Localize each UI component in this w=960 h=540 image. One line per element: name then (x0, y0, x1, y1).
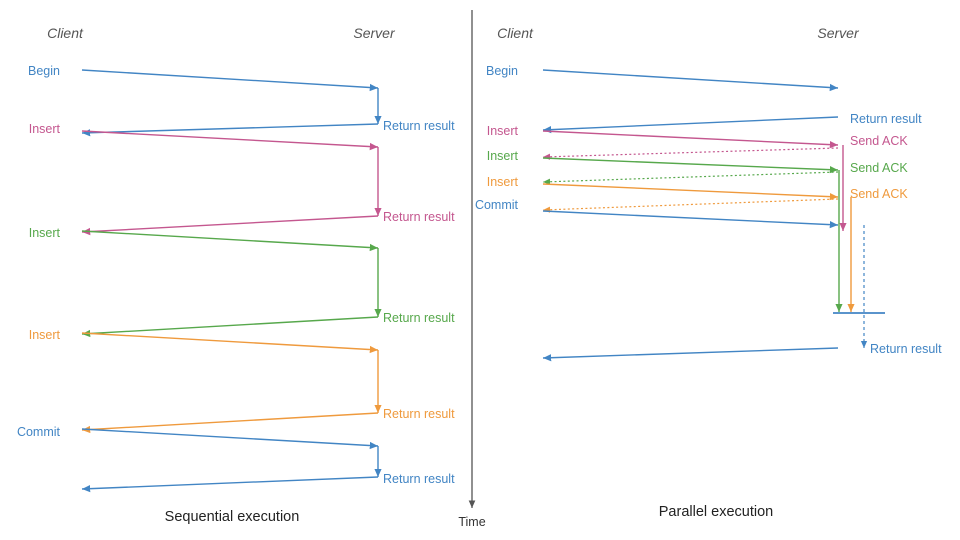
message-arrow (542, 69, 839, 92)
message-label: Send ACK (850, 161, 908, 175)
message-label: Insert (29, 122, 61, 136)
message-arrow (81, 69, 379, 92)
message-arrow (81, 476, 379, 493)
message-arrow (542, 210, 839, 229)
message-label: Send ACK (850, 187, 908, 201)
message-label: Return result (383, 119, 455, 133)
message-label: Insert (487, 175, 519, 189)
message-label: Return result (383, 210, 455, 224)
message-label: Return result (383, 311, 455, 325)
time-axis-layer: Time (458, 10, 486, 529)
message-label: Return result (383, 407, 455, 421)
message-arrow (81, 130, 379, 151)
message-label: Commit (475, 198, 519, 212)
time-axis-label: Time (458, 515, 485, 529)
panel-caption: Parallel execution (659, 504, 773, 520)
message-arrow (81, 215, 379, 236)
message-label: Insert (487, 124, 519, 138)
message-arrow (542, 147, 839, 160)
message-label: Return result (850, 112, 922, 126)
message-arrow (81, 123, 379, 137)
message-arrow (542, 171, 839, 185)
message-label: Begin (486, 64, 518, 78)
message-arrow (81, 230, 379, 252)
lane-title-server: Server (817, 25, 860, 41)
message-arrow (542, 183, 839, 201)
message-arrow (542, 347, 839, 362)
message-arrow (81, 428, 379, 450)
message-label: Insert (487, 149, 519, 163)
message-label: Insert (29, 328, 61, 342)
message-label: Begin (28, 64, 60, 78)
message-label: Send ACK (850, 134, 908, 148)
message-label: Commit (17, 425, 61, 439)
lane-title-client: Client (47, 25, 84, 41)
lane-title-client: Client (497, 25, 534, 41)
message-label: Return result (383, 472, 455, 486)
lane-title-server: Server (353, 25, 396, 41)
message-arrow (81, 332, 379, 354)
panel-caption: Sequential execution (165, 509, 300, 525)
message-arrow (542, 157, 839, 174)
message-arrow (542, 116, 839, 134)
message-label: Insert (29, 226, 61, 240)
message-arrow (81, 412, 379, 434)
message-label: Return result (870, 342, 942, 356)
message-arrow (542, 198, 839, 213)
message-arrow (542, 130, 839, 149)
message-arrow (81, 316, 379, 338)
